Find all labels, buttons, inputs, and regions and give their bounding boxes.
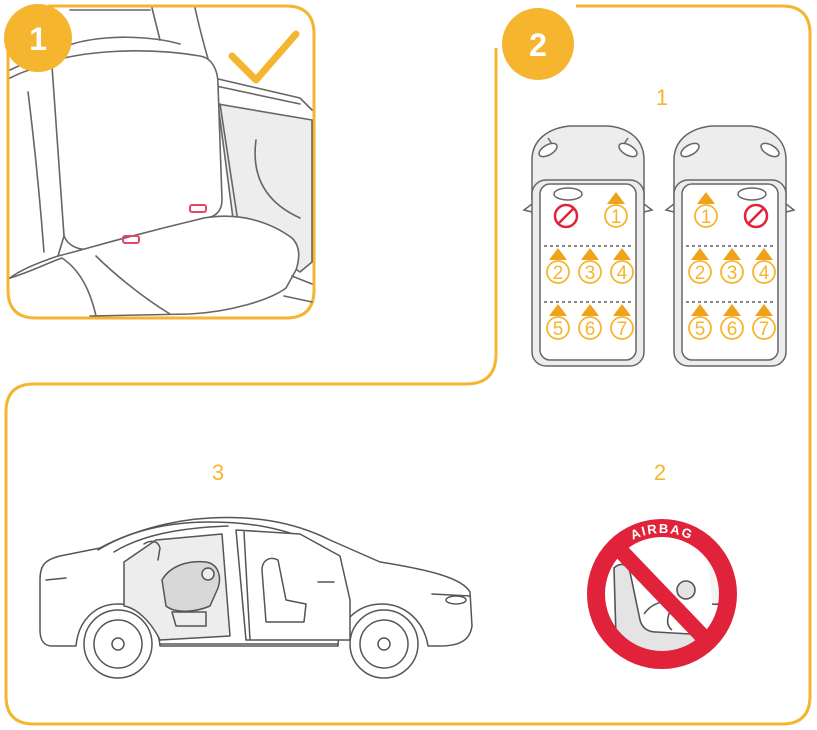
seat-number: 4 bbox=[617, 263, 628, 284]
seat-map-label: 1 bbox=[656, 85, 668, 110]
airbag-warning-label: 2 bbox=[654, 460, 666, 485]
seat-number: 7 bbox=[759, 319, 770, 340]
seat-number: 1 bbox=[611, 207, 622, 228]
seat-number: 2 bbox=[695, 263, 706, 284]
airbag-warning-sign: AIRBAG bbox=[596, 521, 734, 660]
svg-text:2: 2 bbox=[529, 27, 547, 63]
car-wheel-rear bbox=[84, 610, 152, 678]
car-side-label: 3 bbox=[212, 460, 224, 485]
seat-number: 5 bbox=[695, 319, 706, 340]
seat-number: 7 bbox=[617, 319, 628, 340]
seat-number: 5 bbox=[553, 319, 564, 340]
step-2-badge: 2 bbox=[502, 8, 574, 80]
seat-number: 2 bbox=[553, 263, 564, 284]
svg-text:1: 1 bbox=[29, 21, 47, 57]
seat-number: 6 bbox=[727, 319, 738, 340]
seat-number: 3 bbox=[727, 263, 738, 284]
seat-number: 3 bbox=[585, 263, 596, 284]
checkmark-icon bbox=[232, 34, 296, 80]
step-1-badge: 1 bbox=[4, 4, 72, 72]
seat-number: 6 bbox=[585, 319, 596, 340]
car-wheel-front bbox=[350, 610, 418, 678]
seat-number: 4 bbox=[759, 263, 770, 284]
seat-number: 1 bbox=[701, 207, 712, 228]
